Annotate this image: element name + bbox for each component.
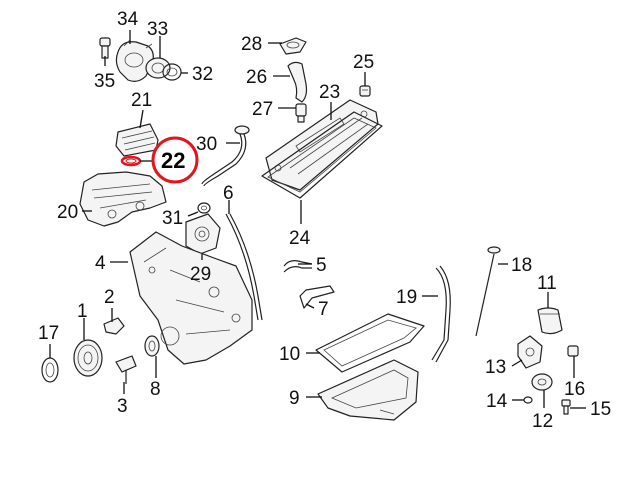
callout-29: 29 <box>190 264 211 285</box>
callout-17: 17 <box>38 323 59 344</box>
part-17-seal <box>41 357 59 383</box>
callout-28: 28 <box>241 34 262 55</box>
callout-30: 30 <box>196 134 217 155</box>
part-28-oil-cap <box>279 37 307 55</box>
part-12-housing <box>531 373 553 391</box>
part-21-cover <box>115 123 159 157</box>
callout-33: 33 <box>147 19 168 40</box>
callout-18: 18 <box>511 255 532 276</box>
part-1-pulley <box>73 339 103 377</box>
part-13-adapter <box>517 335 543 369</box>
part-4-timing-cover <box>129 231 253 365</box>
callout-35: 35 <box>94 71 115 92</box>
callout-13: 13 <box>485 357 506 378</box>
highlight-ring <box>151 136 199 184</box>
callout-4: 4 <box>95 253 106 274</box>
callout-21: 21 <box>131 90 152 111</box>
part-35-bolt <box>99 37 111 59</box>
part-14-o-ring <box>523 396 533 404</box>
part-8-sprocket <box>144 335 160 357</box>
callout-27: 27 <box>252 99 273 120</box>
callout-3: 3 <box>117 396 128 417</box>
callout-labels: 34 33 32 35 21 22 20 28 26 25 27 23 30 2… <box>38 9 611 432</box>
part-25-sensor <box>359 85 371 97</box>
callout-8: 8 <box>150 379 161 400</box>
part-3-sensor <box>115 355 137 384</box>
part-22-o-ring <box>120 155 142 167</box>
callout-10: 10 <box>279 344 300 365</box>
callout-11: 11 <box>537 273 557 294</box>
callout-34: 34 <box>117 9 139 30</box>
part-34-thermostat-housing <box>115 39 154 82</box>
part-7-guide <box>299 285 335 309</box>
callout-5: 5 <box>316 255 327 276</box>
callout-32: 32 <box>192 64 213 85</box>
part-6-guide <box>225 213 263 321</box>
part-20-intake-manifold <box>79 171 167 227</box>
callout-9: 9 <box>289 388 300 409</box>
callout-16: 16 <box>564 379 585 400</box>
part-15-bolt <box>561 399 571 415</box>
callout-22: 22 <box>161 148 185 173</box>
callout-31: 31 <box>162 208 183 229</box>
part-19-tube <box>431 265 451 363</box>
part-9-oil-pan <box>317 359 419 421</box>
part-30-tube <box>201 125 250 187</box>
part-32-gasket <box>162 63 182 81</box>
part-16-sender <box>567 345 579 357</box>
callout-15: 15 <box>590 399 611 420</box>
callout-25: 25 <box>353 52 374 73</box>
part-26-filler-tube <box>287 61 308 103</box>
part-33-thermostat <box>145 57 171 79</box>
part-5-tensioner <box>283 260 313 273</box>
part-29-water-pump <box>185 213 221 255</box>
callout-1: 1 <box>77 301 88 322</box>
part-24-valve-cover-gasket <box>261 111 383 199</box>
leader-lines <box>49 30 586 409</box>
callout-2: 2 <box>104 287 115 308</box>
part-10-oil-pan-gasket <box>315 313 425 373</box>
callout-26: 26 <box>246 67 267 88</box>
callout-14: 14 <box>486 391 508 412</box>
part-31-washer <box>197 202 211 214</box>
callout-24: 24 <box>289 228 311 249</box>
part-11-oil-filter <box>537 307 563 335</box>
part-18-dipstick <box>475 246 501 337</box>
callout-19: 19 <box>396 287 417 308</box>
callout-12: 12 <box>532 411 553 432</box>
part-27-fitting <box>295 103 307 123</box>
callout-20: 20 <box>57 202 78 223</box>
callout-23: 23 <box>319 82 340 103</box>
callout-7: 7 <box>318 299 329 320</box>
part-2-sensor <box>103 317 125 335</box>
callout-6: 6 <box>223 183 234 204</box>
